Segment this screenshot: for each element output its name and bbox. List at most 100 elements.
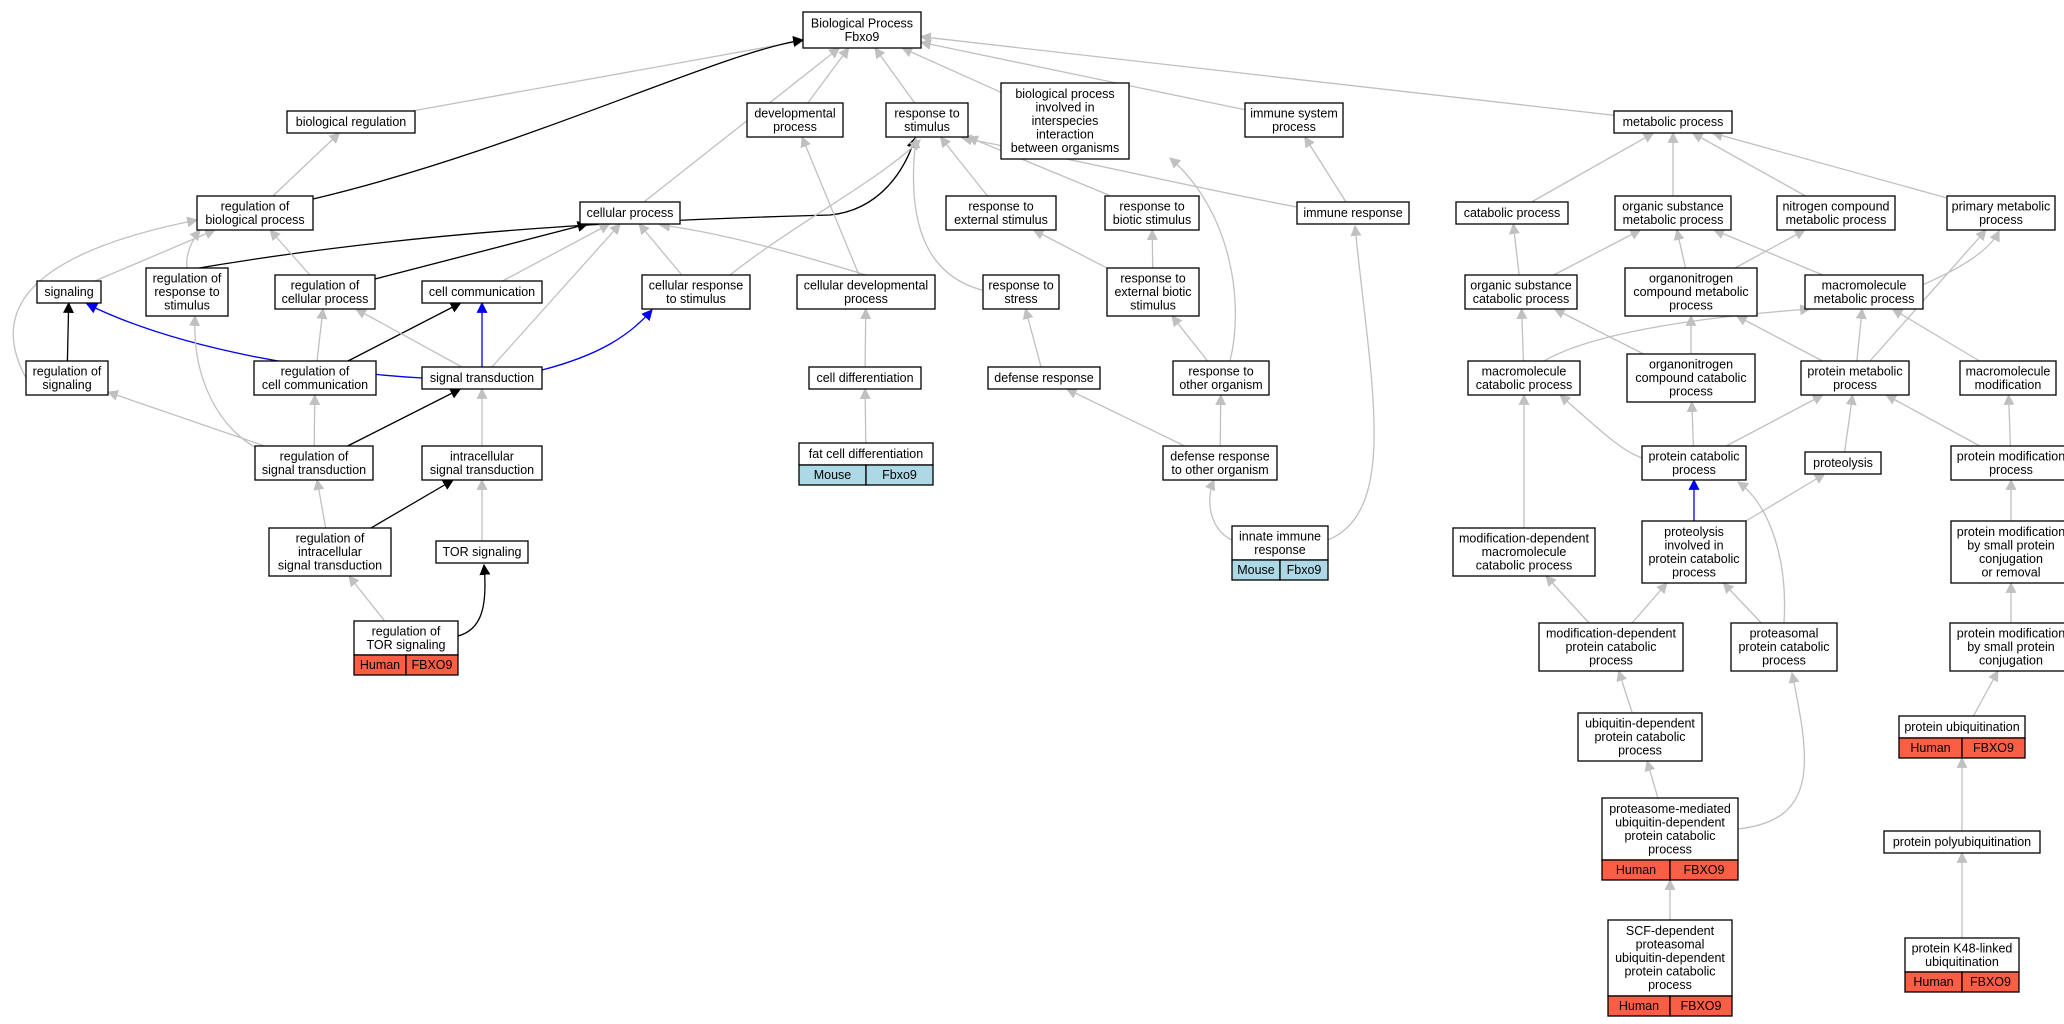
node-label-line: conjugation <box>1979 654 2043 668</box>
go-term-node-defense_resp[interactable]: defense response <box>987 366 1101 390</box>
edge-defense_resp-to-resp_stress <box>1022 307 1042 368</box>
go-term-node-mod_dep_macro_cat[interactable]: modification-dependentmacromoleculecatab… <box>1452 527 1596 577</box>
gene-label: FBXO9 <box>1970 975 2011 989</box>
go-term-node-metabolic[interactable]: metabolic process <box>1613 110 1733 134</box>
node-box <box>1106 267 1200 317</box>
node-label-line: cellular developmental <box>804 278 928 292</box>
edge-protein_mod-to-protein_met <box>1885 394 1981 447</box>
go-term-node-catabolic[interactable]: catabolic process <box>1455 201 1569 225</box>
node-label-line: signaling <box>44 285 93 299</box>
node-label-line: protein catabolic <box>1648 449 1739 463</box>
go-term-node-tor_sig[interactable]: TOR signaling <box>435 540 529 564</box>
node-label-line: response to <box>1119 199 1184 213</box>
edge-reg_signaling-to-signaling <box>62 301 74 362</box>
node-box <box>796 274 936 310</box>
go-term-node-signaling[interactable]: signaling <box>36 280 102 304</box>
node-box <box>802 11 922 49</box>
node-box <box>1883 830 2041 854</box>
node-label-line: process <box>1672 565 1716 579</box>
edge-mod_dep_prot_cat-to-proteolysis_cat <box>1631 582 1668 624</box>
node-label-line: cell communication <box>429 285 535 299</box>
node-label-line: developmental <box>754 106 835 120</box>
edge-reg_cell_proc-to-reg_bio <box>269 229 311 276</box>
gene-label: Fbxo9 <box>1287 563 1322 577</box>
go-term-node-prot_polyubiq[interactable]: protein polyubiquitination <box>1883 830 2041 854</box>
edge-reg_sig_trans-to-reg_signaling <box>106 390 265 447</box>
node-box <box>1804 274 1924 310</box>
go-term-node-cell_diff[interactable]: cell differentiation <box>808 366 922 390</box>
edge-protein_cat-to-protein_met <box>1725 394 1824 447</box>
edge-immune_resp-to-immune_sys <box>1304 136 1347 203</box>
go-term-node-proteasome_med[interactable]: proteasome-mediatedubiquitin-dependentpr… <box>1601 797 1739 881</box>
node-label-line: stimulus <box>164 299 210 313</box>
node-label-line: regulation of <box>280 449 349 463</box>
node-box <box>1949 622 2064 672</box>
node-box <box>1455 201 1569 225</box>
go-term-node-proteolysis[interactable]: proteolysis <box>1804 451 1882 475</box>
node-label-line: cell differentiation <box>816 371 913 385</box>
go-term-node-cellular_proc[interactable]: cellular process <box>579 201 681 225</box>
node-label-line: process <box>1833 378 1877 392</box>
node-label-line: modification-dependent <box>1459 532 1589 546</box>
edge-reg_cell_proc-to-cellular_proc <box>374 221 589 280</box>
node-label-line: protein K48-linked <box>1912 941 2013 955</box>
node-label-line: response to <box>894 106 959 120</box>
node-label-line: ubiquitination <box>1925 955 1999 969</box>
go-term-node-immune_resp[interactable]: immune response <box>1296 201 1410 225</box>
go-term-node-signal_trans[interactable]: signal transduction <box>421 366 543 390</box>
go-term-node-bio_reg[interactable]: biological regulation <box>286 110 416 134</box>
node-label-line: stimulus <box>904 120 950 134</box>
node-box <box>982 274 1060 310</box>
go-term-node-scf_dep[interactable]: SCF-dependentproteasomalubiquitin-depend… <box>1607 919 1733 1017</box>
edge-macro_met-to-org_sub_met <box>1713 228 1824 276</box>
node-label-line: macromolecule <box>1822 278 1907 292</box>
go-term-node-cell_comm[interactable]: cell communication <box>421 280 543 304</box>
edge-signal_trans-to-reg_cell_proc <box>355 308 463 368</box>
node-label-line: modification-dependent <box>1546 627 1676 641</box>
